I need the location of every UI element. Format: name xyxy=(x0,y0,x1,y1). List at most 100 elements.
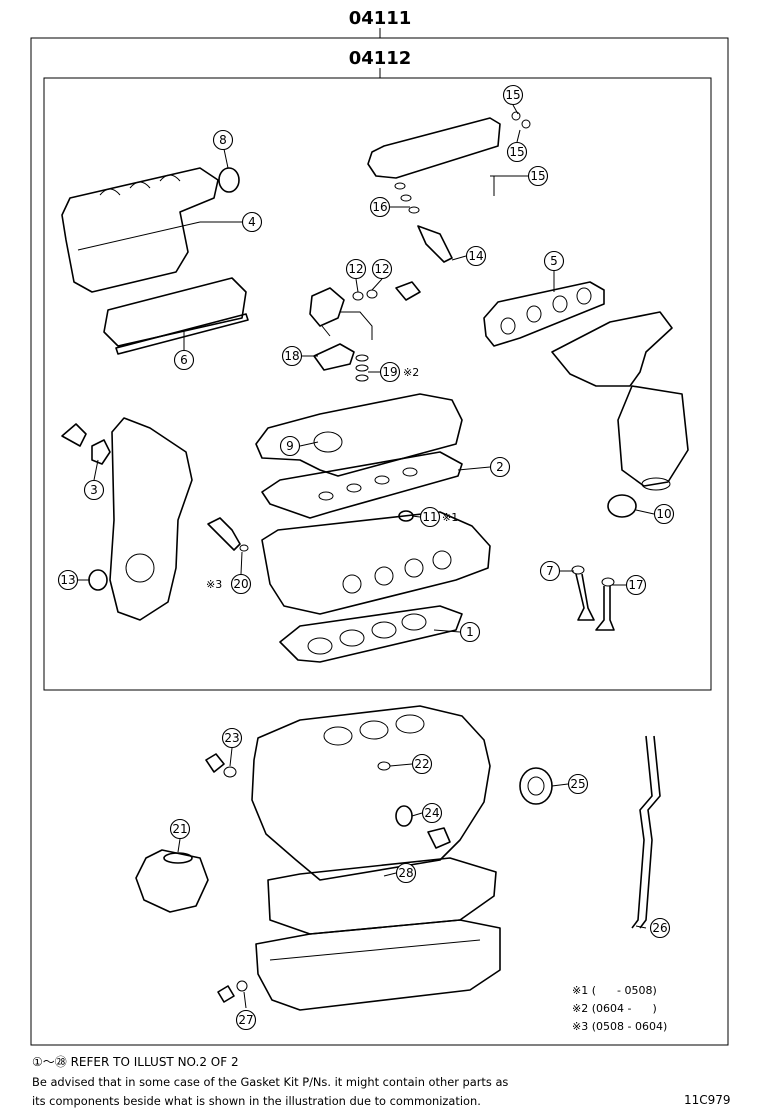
svg-text:3: 3 xyxy=(90,483,98,497)
callout-24: 24 xyxy=(421,802,443,824)
svg-text:14: 14 xyxy=(468,249,483,263)
throttle-sensor-drawing xyxy=(309,281,421,340)
svg-text:2: 2 xyxy=(496,460,504,474)
callout-10: 10 xyxy=(653,503,675,525)
callout-20: 20 xyxy=(230,573,252,595)
cylinder-head-drawing xyxy=(261,511,491,615)
svg-text:21: 21 xyxy=(172,822,187,836)
svg-text:15: 15 xyxy=(505,88,520,102)
valve-17-drawing xyxy=(595,577,615,631)
svg-text:27: 27 xyxy=(238,1013,253,1027)
svg-text:18: 18 xyxy=(284,349,299,363)
callout-28: 28 xyxy=(395,862,417,884)
svg-text:12: 12 xyxy=(348,262,363,276)
advice-line-2: its components beside what is shown in t… xyxy=(32,1094,481,1108)
cover-gasket-plugs-drawing xyxy=(318,467,418,501)
callout-11: 11 xyxy=(419,506,441,528)
callout-2: 2 xyxy=(489,456,511,478)
svg-text:26: 26 xyxy=(652,921,667,935)
head-cover-gasket-drawing xyxy=(261,451,463,519)
cylinder-block-drawing xyxy=(251,705,501,1011)
dipstick-guide-drawing xyxy=(631,735,661,929)
svg-text:15: 15 xyxy=(530,169,545,183)
svg-text:16: 16 xyxy=(372,200,387,214)
callout-22: 22 xyxy=(411,753,433,775)
illustration-code: 11C979 xyxy=(684,1093,731,1107)
callout-14: 14 xyxy=(465,245,487,267)
callout-15b: 15 xyxy=(506,141,528,163)
callout-5: 5 xyxy=(543,250,565,272)
plug-23-drawing xyxy=(205,753,237,778)
callout-9: 9 xyxy=(279,435,301,457)
callout-12b: 12 xyxy=(371,258,393,280)
callout-6: 6 xyxy=(173,349,195,371)
mark-20: ※3 xyxy=(206,578,222,591)
callout-7: 7 xyxy=(539,560,561,582)
timing-chain-cover-drawing xyxy=(109,417,193,621)
intake-manifold-lower-drawing xyxy=(103,277,249,355)
plug-27-drawing xyxy=(217,980,248,1003)
callout-19: 19 xyxy=(379,361,401,383)
svg-text:7: 7 xyxy=(546,564,554,578)
svg-text:25: 25 xyxy=(570,777,585,791)
fuel-rail-drawing xyxy=(367,111,531,263)
svg-text:1: 1 xyxy=(466,625,474,639)
svg-text:28: 28 xyxy=(398,866,413,880)
svg-text:4: 4 xyxy=(248,215,256,229)
note-1: ※1 ( - 0508) xyxy=(572,984,657,997)
svg-text:20: 20 xyxy=(233,577,248,591)
o-ring-24-drawing xyxy=(395,805,413,827)
kit-number-inner: 04112 xyxy=(349,48,412,69)
callout-8: 8 xyxy=(212,129,234,151)
callout-27: 27 xyxy=(235,1009,257,1031)
callout-17: 17 xyxy=(625,574,647,596)
svg-text:24: 24 xyxy=(424,806,439,820)
advice-line-1: Be advised that in some case of the Gask… xyxy=(32,1075,509,1089)
sensor-20-drawing xyxy=(207,517,249,552)
callout-25: 25 xyxy=(567,773,589,795)
svg-text:9: 9 xyxy=(286,439,294,453)
intake-manifold-drawing xyxy=(61,167,219,293)
callout-16: 16 xyxy=(369,196,391,218)
callout-3: 3 xyxy=(83,479,105,501)
svg-text:22: 22 xyxy=(414,757,429,771)
callout-15a: 15 xyxy=(502,84,524,106)
callout-23: 23 xyxy=(221,727,243,749)
svg-text:12: 12 xyxy=(374,262,389,276)
cylinder-head-gasket-drawing xyxy=(279,605,463,663)
svg-text:6: 6 xyxy=(180,353,188,367)
svg-text:8: 8 xyxy=(219,133,227,147)
mark-19: ※2 xyxy=(403,366,419,379)
callout-26: 26 xyxy=(649,917,671,939)
exhaust-manifold-gasket-drawing xyxy=(483,281,605,347)
svg-text:19: 19 xyxy=(382,365,397,379)
kit-number-outer: 04111 xyxy=(349,8,412,29)
oil-seal-25-drawing xyxy=(519,767,553,805)
fitting-28-drawing xyxy=(427,827,451,849)
gasket-18-drawing xyxy=(313,343,355,371)
svg-text:5: 5 xyxy=(550,254,558,268)
svg-text:23: 23 xyxy=(224,731,239,745)
valve-7-drawing xyxy=(571,565,595,621)
callout-4: 4 xyxy=(241,211,263,233)
callout-12a: 12 xyxy=(345,258,367,280)
kit-inner-frame xyxy=(43,77,712,691)
note-3: ※3 (0508 - 0604) xyxy=(572,1020,667,1033)
callout-1: 1 xyxy=(459,621,481,643)
mark-11: ※1 xyxy=(442,511,458,524)
part-22-drawing xyxy=(377,761,391,771)
o-ring-drawing xyxy=(218,167,240,193)
water-inlet-drawing xyxy=(61,423,111,465)
svg-text:17: 17 xyxy=(628,578,643,592)
leader-lines xyxy=(78,104,655,1009)
callout-13: 13 xyxy=(57,569,79,591)
kit-outer-frame xyxy=(30,37,729,1046)
note-2: ※2 (0604 - ) xyxy=(572,1002,657,1015)
svg-text:11: 11 xyxy=(422,510,437,524)
callout-18: 18 xyxy=(281,345,303,367)
svg-text:15: 15 xyxy=(509,145,524,159)
refer-note: ①～㉘ REFER TO ILLUST NO.2 OF 2 xyxy=(32,1055,239,1069)
water-pump-drawing xyxy=(135,849,209,913)
callout-21: 21 xyxy=(169,818,191,840)
